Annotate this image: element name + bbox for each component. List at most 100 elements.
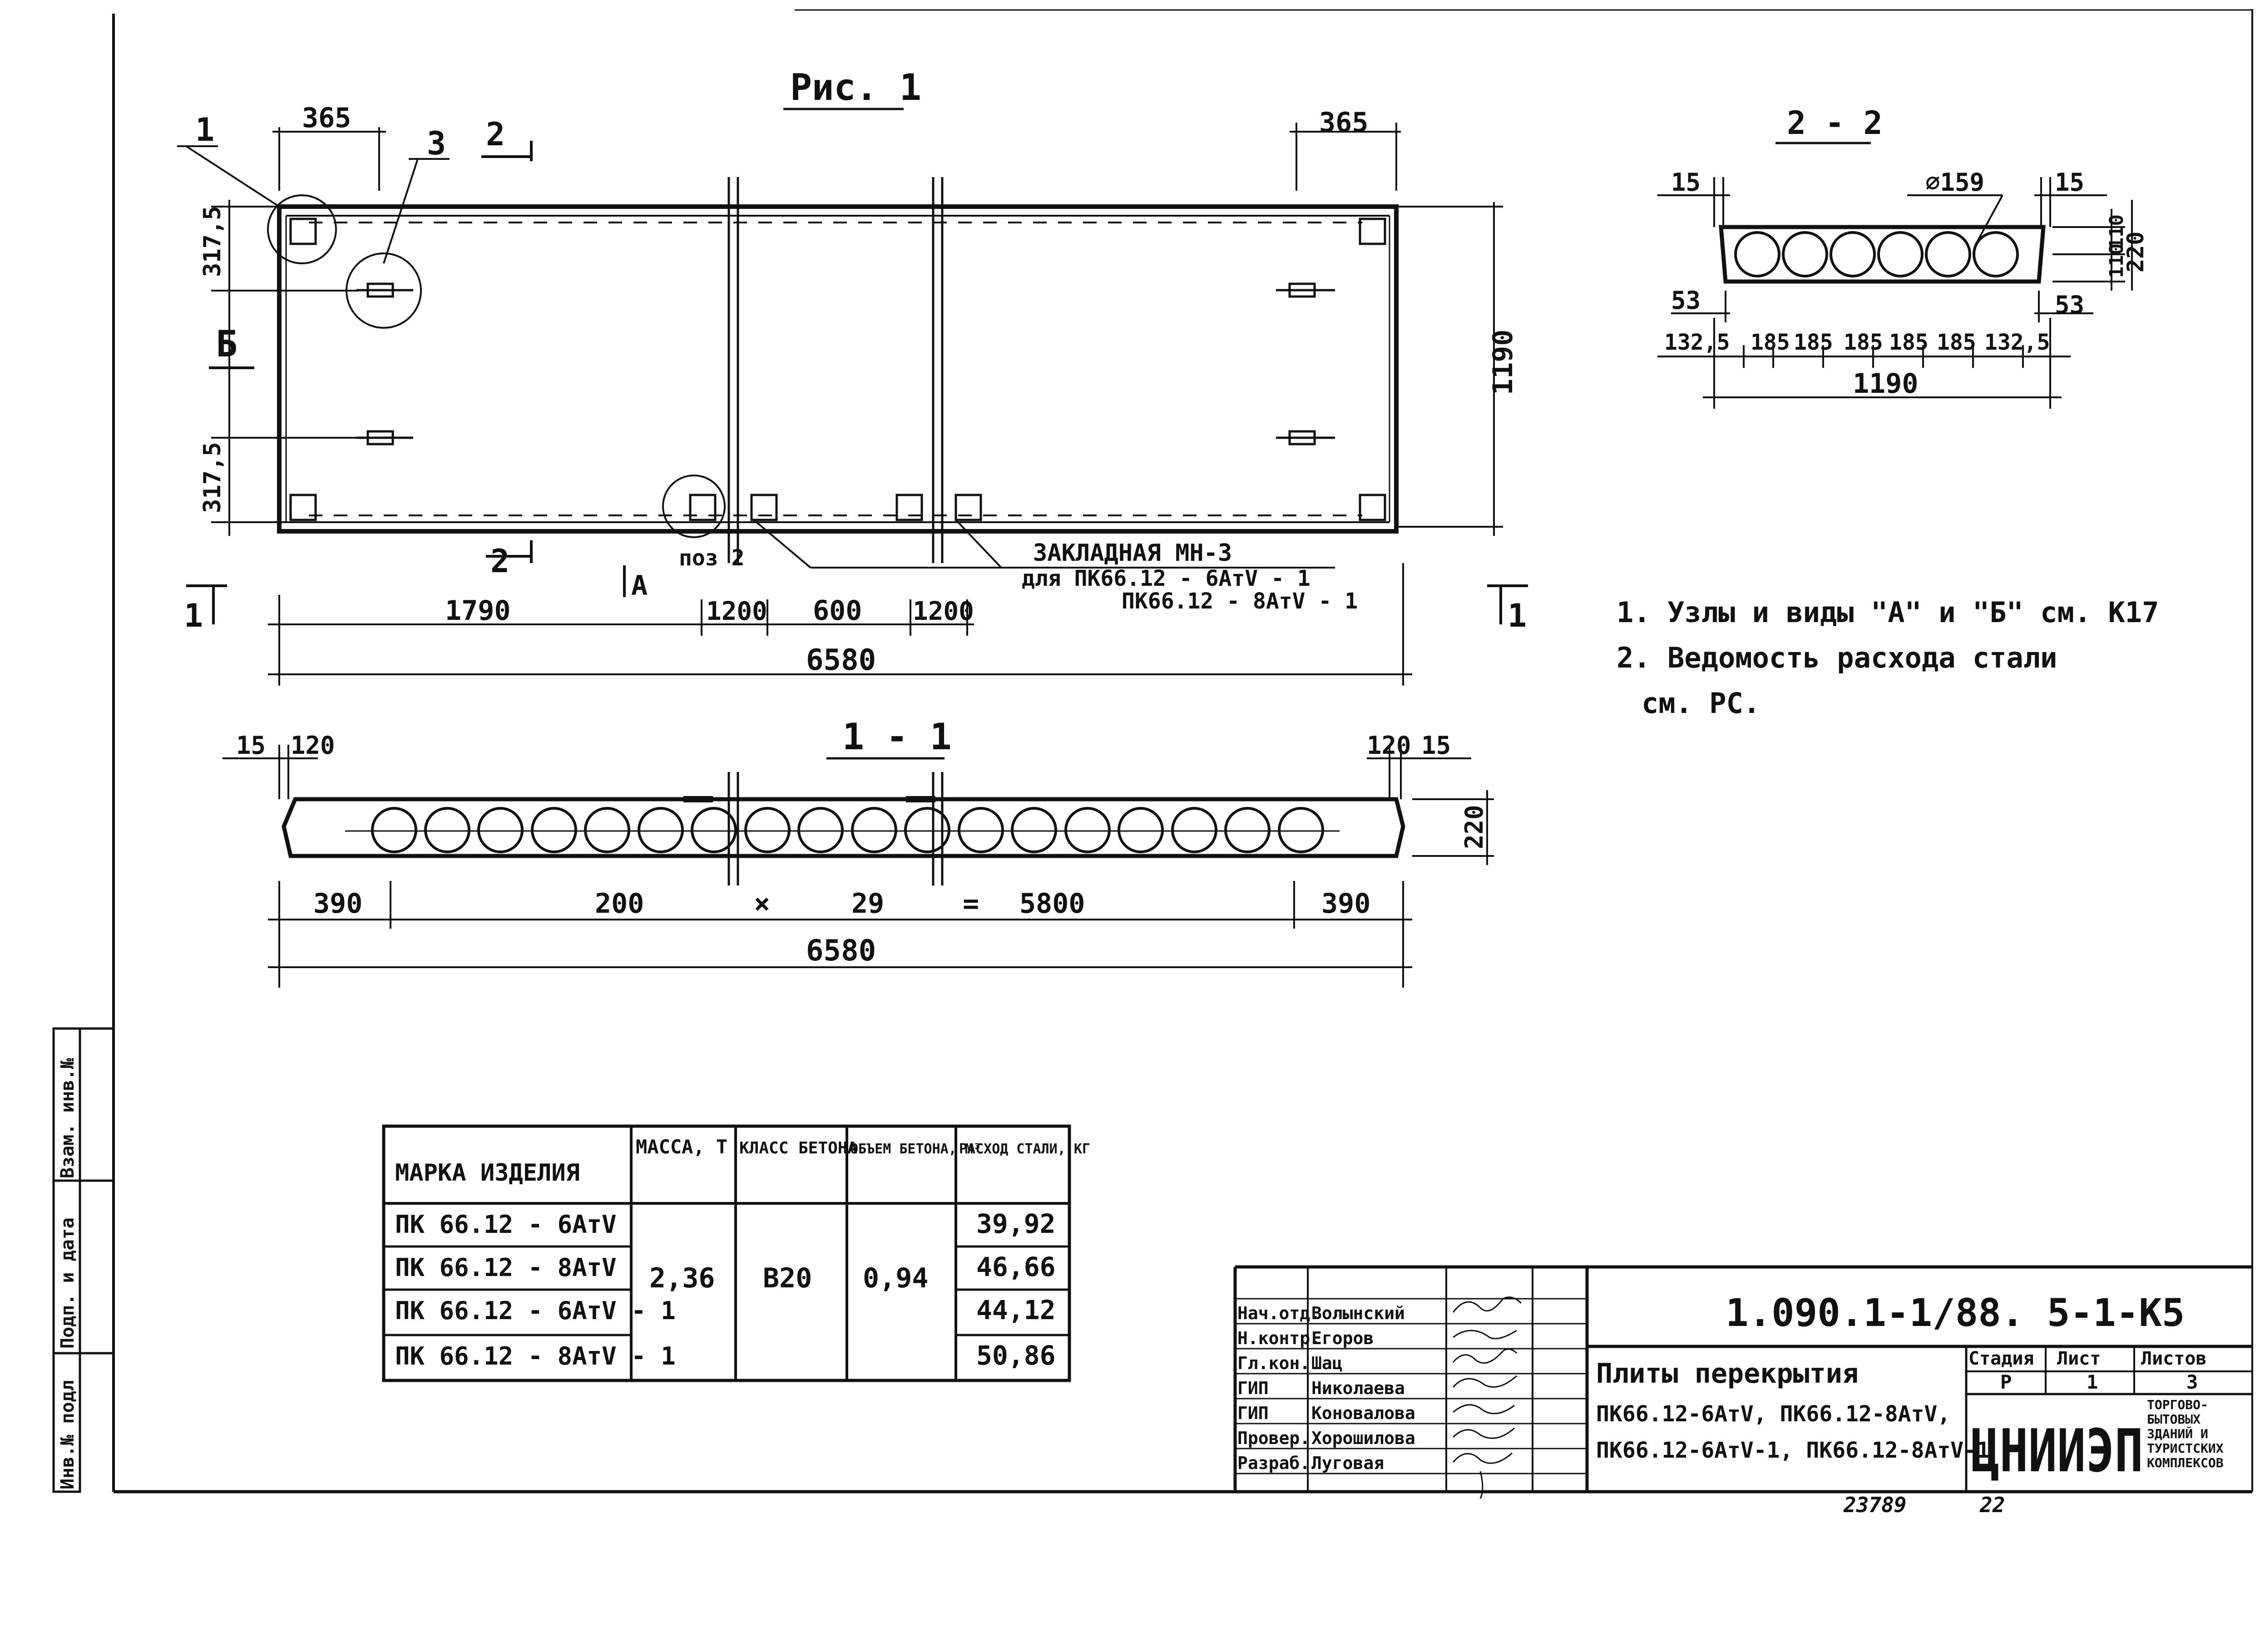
hollow-core-void — [1171, 807, 1217, 853]
table-header-mass: МАССА, Т — [636, 1136, 727, 1158]
s11-dim-count: 29 — [851, 888, 884, 920]
hollow-core-void — [1973, 231, 2019, 277]
hollow-core-void — [1782, 231, 1828, 277]
section-mark-2-top: 2 — [486, 116, 505, 153]
s22-total: 1190 — [1853, 368, 1919, 400]
s22-left-53: 53 — [1671, 286, 1701, 315]
note-3: см. РС. — [1642, 687, 1760, 720]
embedded-part-label-1: ЗАКЛАДНАЯ МН-3 — [1033, 539, 1232, 567]
title-block-roles: Нач.отд. Н.контр. Гл.кон. ГИП ГИП Провер… — [1237, 1303, 1320, 1473]
s11-dim-left: 390 — [313, 888, 362, 920]
hollow-core-void — [691, 807, 737, 853]
note-1: 1. Узлы и виды "А" и "Б" см. К17 — [1617, 596, 2159, 629]
org-logo: ЦНИИЭП — [1971, 1416, 2143, 1485]
role-3: Гл.кон. — [1237, 1353, 1310, 1373]
section-22-body — [1719, 225, 2046, 284]
table-header-steel: РАСХОД СТАЛИ, КГ — [959, 1141, 1090, 1157]
hollow-core-void — [958, 807, 1004, 853]
s22-d185-5: 185 — [1937, 330, 1976, 355]
s22-d185-1: 185 — [1751, 330, 1790, 355]
doc-code: 1.090.1-1/88. 5-1-К5 — [1726, 1291, 2185, 1335]
doc-title-1: Плиты перекрытия — [1596, 1358, 1859, 1390]
note-2: 2. Ведомость расхода стали — [1617, 641, 2057, 674]
table-row-3-steel: 44,12 — [976, 1295, 1056, 1326]
hollow-core-void — [1877, 231, 1924, 277]
hollow-core-void — [1734, 231, 1780, 277]
org-name: торгово-бытовых зданий и туристских комп… — [2147, 1398, 2224, 1470]
hollow-core-void — [584, 807, 630, 853]
s11-dim-total-mid: 5800 — [1019, 888, 1085, 920]
s11-left-small-1: 15 — [236, 731, 266, 760]
table-row-4-mark: ПК 66.12 - 8АтV - 1 — [395, 1342, 676, 1370]
stamp-podp-data: Подп. и дата — [57, 1217, 78, 1349]
role-4: ГИП — [1237, 1378, 1269, 1398]
name-1: Волынский — [1311, 1303, 1405, 1323]
s22-d185-3: 185 — [1844, 330, 1883, 355]
section-11-title: 1 - 1 — [842, 716, 952, 758]
stamp-vzam-inv: Взам. инв.№ — [57, 1058, 78, 1178]
s22-d185-2: 185 — [1794, 330, 1833, 355]
title-block — [1233, 1265, 2252, 1492]
hollow-core-void — [904, 807, 950, 853]
s11-dim-eq: = — [963, 888, 979, 920]
dim-seg1: 1790 — [445, 595, 511, 627]
s11-dim-right: 390 — [1321, 888, 1370, 920]
table-header-mark: МАРКА ИЗДЕЛИЯ — [395, 1159, 580, 1187]
s22-right-top: 15 — [2055, 168, 2084, 197]
dim-top-left: 365 — [302, 102, 351, 134]
table-row-3-mark: ПК 66.12 - 6АтV - 1 — [395, 1296, 676, 1325]
figure-title: Рис. 1 — [790, 66, 921, 109]
name-5: Коновалова — [1311, 1403, 1415, 1423]
spec-table — [382, 1124, 1071, 1382]
table-row-1-steel: 39,92 — [976, 1208, 1056, 1239]
section-mark-1-left: 1 — [184, 597, 203, 634]
name-3: Шац — [1311, 1353, 1343, 1373]
s22-h110-1: 110 — [2105, 214, 2127, 249]
callout-3: 3 — [427, 125, 446, 162]
hollow-core-void — [1925, 231, 1971, 277]
pos-2-label: поз 2 — [679, 545, 745, 571]
s22-right-53: 53 — [2055, 291, 2084, 319]
s11-dim-x: × — [754, 888, 770, 920]
dim-total: 6580 — [806, 643, 876, 677]
dim-height: 1190 — [1487, 330, 1519, 396]
name-7: Луговая — [1311, 1453, 1384, 1473]
dim-left-bottom: 317,5 — [199, 442, 226, 513]
hollow-core-void — [1118, 807, 1164, 853]
hollow-core-void — [477, 807, 524, 853]
signatures — [1452, 1296, 1522, 1499]
s22-h220: 220 — [2122, 232, 2149, 272]
doc-title-2: ПК66.12-6АтV, ПК66.12-8АтV, — [1596, 1401, 1950, 1427]
s11-dim-total: 6580 — [806, 934, 876, 968]
inventory-number: 23789 — [1843, 1493, 1906, 1517]
view-mark-A: А — [631, 570, 648, 602]
dim-top-right: 365 — [1319, 107, 1368, 138]
dim-left-top: 317,5 — [199, 206, 226, 277]
table-row-2-mark: ПК 66.12 - 8АтV — [395, 1253, 617, 1282]
dim-seg2: 1200 — [706, 597, 767, 626]
sheet-value: 1 — [2087, 1371, 2098, 1393]
s11-right-small-1: 120 — [1367, 731, 1411, 760]
s22-diameter: ⌀159 — [1925, 168, 1984, 197]
s22-h110-2: 110 — [2105, 243, 2127, 278]
role-1: Нач.отд. — [1237, 1303, 1320, 1323]
s11-left-small-2: 120 — [291, 731, 335, 760]
s22-d185-4: 185 — [1889, 330, 1929, 355]
hollow-core-void — [851, 807, 897, 853]
hollow-core-void — [1278, 807, 1324, 853]
s11-dim-pitch: 200 — [595, 888, 644, 920]
table-row-4-steel: 50,86 — [976, 1340, 1056, 1371]
hollow-core-void — [1224, 807, 1271, 853]
view-mark-B: Б — [216, 323, 237, 365]
hollow-core-void — [531, 807, 577, 853]
sheet-header: Лист — [2057, 1348, 2101, 1369]
table-volume: 0,94 — [863, 1262, 929, 1294]
table-mass: 2,36 — [649, 1262, 715, 1294]
table-header-class: КЛАСС БЕТОНА — [739, 1139, 857, 1157]
hollow-core-void — [797, 807, 844, 853]
role-7: Разраб. — [1237, 1453, 1310, 1473]
table-concrete-class: В20 — [763, 1262, 812, 1294]
callout-1: 1 — [195, 111, 214, 148]
s11-right-small-2: 15 — [1421, 731, 1451, 760]
